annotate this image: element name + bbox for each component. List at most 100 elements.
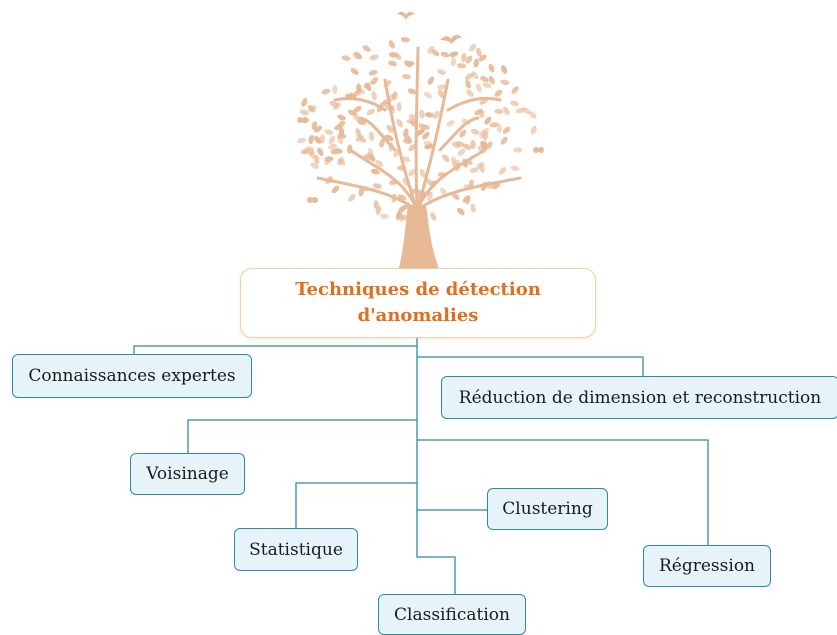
tree-leaf	[363, 81, 372, 89]
tree-leaf	[470, 139, 476, 149]
tree-leaf	[451, 192, 460, 200]
node-reduction-dimension: Réduction de dimension et reconstruction	[441, 376, 837, 419]
tree-branch	[438, 116, 480, 152]
tree-leaf	[296, 137, 306, 144]
tree-leaf	[396, 119, 403, 128]
tree-leaf	[397, 165, 407, 171]
tree-leaf	[459, 129, 467, 138]
tree-leaf	[449, 51, 459, 58]
tree-leaf	[319, 134, 326, 144]
tree-leaf	[362, 45, 371, 52]
tree-leaf	[373, 200, 379, 210]
tree-leaf	[314, 136, 322, 144]
tree-leaf	[314, 155, 320, 165]
tree-branch	[415, 176, 522, 212]
tree-leaf	[462, 158, 468, 168]
line-regression	[417, 439, 709, 545]
tree-leaf	[408, 114, 418, 121]
tree-leaf	[398, 212, 404, 222]
tree-leaf	[456, 63, 467, 69]
tree-leaf	[422, 131, 430, 140]
butterfly-icon	[312, 197, 318, 203]
line-statistique	[295, 482, 417, 528]
tree-leaf	[465, 73, 473, 81]
tree-leaf	[465, 55, 473, 64]
tree-leaf	[419, 109, 425, 119]
tree-leaf	[510, 100, 520, 107]
tree-leaf	[308, 134, 314, 145]
tree-leaf	[371, 91, 377, 101]
tree-leaf	[388, 60, 398, 67]
line-voisinage	[187, 419, 417, 453]
tree-leaf	[400, 37, 410, 43]
tree-leaf	[324, 129, 334, 136]
tree-leaf	[440, 187, 447, 196]
node-regression: Régression	[643, 545, 771, 587]
tree-leaf	[357, 119, 367, 126]
bird-icon	[440, 34, 462, 44]
tree-leaf	[479, 98, 488, 105]
tree-leaf	[337, 114, 346, 121]
tree-leaf	[331, 185, 340, 194]
tree-leaf	[356, 83, 362, 93]
tree-leaf	[530, 125, 537, 135]
tree-leaf	[450, 57, 457, 67]
tree-leaf	[310, 162, 319, 170]
tree-leaf	[461, 53, 467, 63]
tree-leaf	[415, 129, 425, 136]
tree-branch	[446, 96, 502, 112]
tree-leaf	[338, 127, 345, 137]
butterfly-icon	[533, 147, 539, 153]
tree-leaf	[423, 91, 433, 99]
tree-leaf	[475, 83, 482, 93]
tree-leaf	[379, 138, 385, 148]
tree-leaf	[468, 43, 477, 52]
tree-leaf	[423, 140, 433, 147]
tree-leaf	[353, 112, 360, 122]
tree-leaf	[337, 120, 346, 128]
tree-leaf	[502, 126, 511, 134]
tree-leaf	[476, 161, 485, 170]
tree-leaf	[409, 120, 418, 128]
butterfly-icon	[297, 117, 303, 123]
tree-leaf	[463, 184, 473, 190]
tree-leaf	[471, 71, 479, 80]
tree-leaf	[424, 178, 433, 186]
tree-leaf	[431, 49, 440, 57]
tree-leaf	[501, 65, 508, 74]
tree-leaf	[389, 179, 399, 186]
tree-leaf	[452, 159, 460, 168]
tree-leaf	[408, 143, 417, 152]
tree-leaf	[402, 177, 409, 187]
tree-leaf	[511, 86, 519, 94]
tree-trunk	[398, 205, 440, 272]
tree-leaf	[372, 183, 382, 189]
tree-leaf	[477, 145, 486, 154]
tree-leaf	[317, 147, 324, 156]
tree-leaf	[486, 141, 493, 150]
tree-leaf	[350, 68, 359, 75]
tree-leaf	[358, 135, 367, 143]
tree-leaf	[408, 168, 416, 177]
tree-leaf	[513, 147, 523, 153]
tree-leaf	[328, 135, 336, 145]
tree-leaf	[442, 154, 450, 163]
tree-leaf	[368, 131, 375, 141]
tree-leaf	[341, 55, 351, 61]
bird-icon	[397, 11, 415, 20]
tree-leaf	[420, 213, 428, 222]
tree-leaf	[456, 207, 465, 216]
tree-leaf	[494, 89, 503, 97]
tree-leaf	[478, 54, 487, 62]
tree-leaf	[307, 104, 316, 113]
tree-leaf	[386, 124, 394, 133]
node-connaissances-expertes: Connaissances expertes	[12, 354, 252, 398]
tree-leaf	[455, 141, 465, 147]
tree-leaf	[482, 127, 489, 136]
tree-leaf	[488, 75, 495, 85]
tree-leaf	[358, 187, 364, 197]
tree-leaf	[299, 109, 309, 116]
